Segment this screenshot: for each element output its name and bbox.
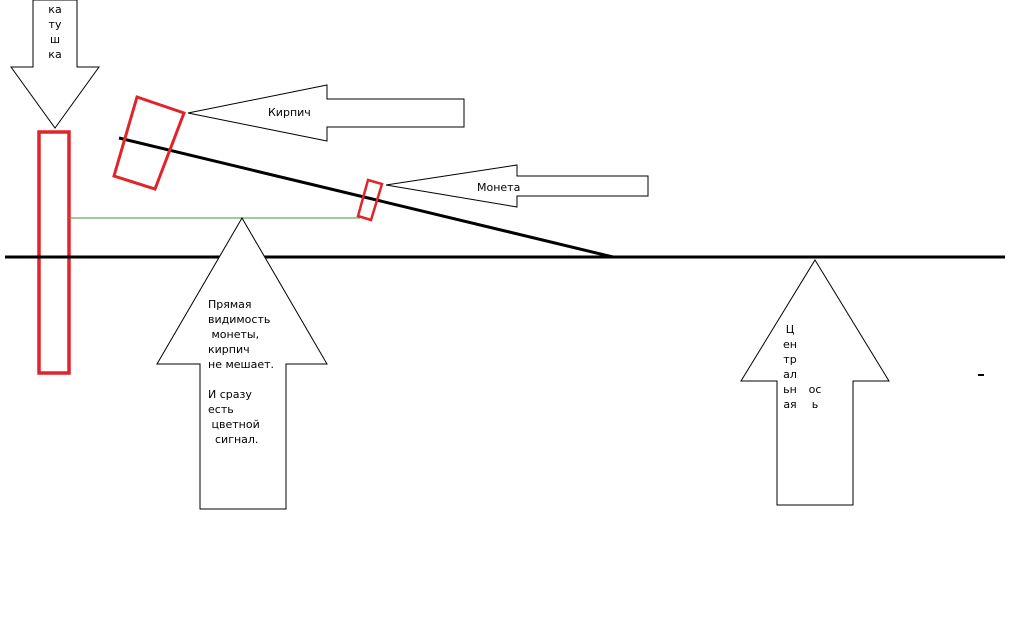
line-of-sight-arrow	[156, 217, 328, 510]
coin	[356, 178, 384, 222]
coin-label: Монета	[477, 181, 521, 194]
coil	[37, 130, 71, 375]
line-of-sight-label: Прямая видимость монеты, кирпич не мешае…	[208, 298, 274, 446]
brick-label: Кирпич	[268, 106, 311, 119]
coil-arrow	[10, 0, 100, 129]
brick	[112, 95, 186, 191]
central-axis-label-2: ось	[808, 383, 822, 411]
coin-arrow	[385, 164, 649, 208]
central-axis-label-1: Центральная	[783, 323, 797, 411]
coil-label: катушка	[48, 3, 62, 61]
central-axis-arrow	[740, 259, 890, 506]
sloped-line	[118, 136, 614, 259]
brick-arrow	[187, 84, 465, 142]
